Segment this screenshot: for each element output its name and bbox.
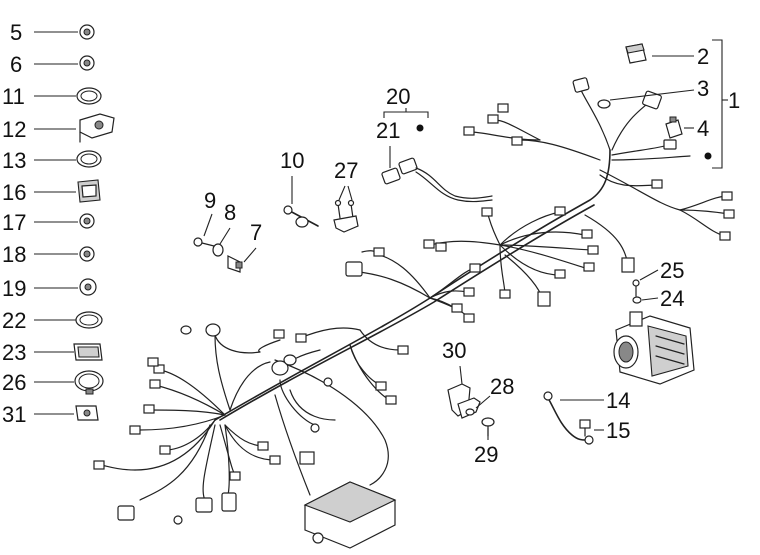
callout-2: 2	[697, 44, 709, 69]
cable-tie-31	[75, 405, 99, 421]
ground-cable-14	[543, 391, 594, 445]
part-group-throttle: 25 24	[613, 258, 695, 385]
harness-connectors	[93, 77, 735, 525]
callout-10: 10	[280, 148, 304, 173]
connector-cover-2	[625, 43, 647, 64]
hose-clamp-11	[76, 87, 102, 105]
callout-27: 27	[334, 158, 358, 183]
screw-9	[193, 237, 215, 247]
callout-26: 26	[2, 370, 26, 395]
callout-20: 20	[386, 84, 410, 109]
mounting-bracket-30	[447, 383, 481, 419]
relay-4	[665, 116, 683, 139]
callout-11: 11	[2, 84, 25, 109]
dot-marker-20	[416, 124, 424, 132]
clamp-band-23	[73, 343, 103, 361]
callout-1: 1	[728, 88, 740, 113]
bolt-10	[283, 205, 319, 228]
callout-25: 25	[660, 258, 684, 283]
callout-28: 28	[490, 374, 514, 399]
callout-24: 24	[660, 286, 684, 311]
callout-16: 16	[2, 180, 26, 205]
part-group-20: 20 21	[376, 84, 493, 203]
bracket-clip-12	[79, 113, 115, 143]
bolt-29	[481, 417, 495, 437]
cable-clip-19	[79, 278, 97, 296]
throttle-body	[613, 311, 695, 385]
control-unit	[303, 481, 397, 549]
callout-8: 8	[224, 200, 236, 225]
holder-16	[77, 179, 101, 203]
hose-clamp-26	[74, 370, 104, 395]
screw-15	[579, 419, 591, 437]
callout-5: 5	[10, 20, 22, 45]
part-group-14: 14 15	[543, 388, 630, 445]
sensor-lead-21	[381, 157, 493, 203]
left-parts-column: 5 6 11 12 13 16	[2, 20, 115, 427]
part-group-1: 1 2 3 4	[597, 39, 740, 169]
callout-30: 30	[442, 338, 466, 363]
washer-8	[212, 243, 224, 257]
callout-18: 18	[2, 242, 26, 267]
callout-14: 14	[606, 388, 630, 413]
screw-25	[632, 279, 640, 297]
part-group-30: 30 28 29	[442, 338, 514, 467]
callout-29: 29	[474, 442, 498, 467]
cable-clip-17	[79, 213, 95, 229]
grommet-3	[597, 99, 611, 109]
callout-17: 17	[2, 210, 26, 235]
washer-28	[465, 408, 475, 416]
callout-9: 9	[204, 188, 216, 213]
clip-7	[227, 255, 243, 273]
callout-31: 31	[2, 402, 26, 427]
hose-clamp-22	[75, 311, 103, 329]
washer-24	[632, 296, 642, 304]
bracket-27	[333, 199, 359, 233]
callout-19: 19	[2, 276, 26, 301]
callout-7: 7	[250, 220, 262, 245]
callout-23: 23	[2, 340, 26, 365]
callout-4: 4	[697, 116, 709, 141]
callout-22: 22	[2, 308, 26, 333]
callout-15: 15	[606, 418, 630, 443]
part-group-fasteners: 10 27 9 8 7	[193, 148, 359, 273]
callout-21: 21	[376, 118, 400, 143]
callout-12: 12	[2, 117, 26, 142]
callout-13: 13	[2, 148, 26, 173]
cable-clip-18	[79, 246, 95, 262]
cable-clip-5	[79, 24, 95, 40]
callout-3: 3	[697, 76, 709, 101]
dot-marker-1	[704, 152, 712, 160]
cable-clip-6	[79, 55, 95, 71]
callout-6: 6	[10, 52, 22, 77]
hose-clamp-13	[76, 150, 102, 168]
